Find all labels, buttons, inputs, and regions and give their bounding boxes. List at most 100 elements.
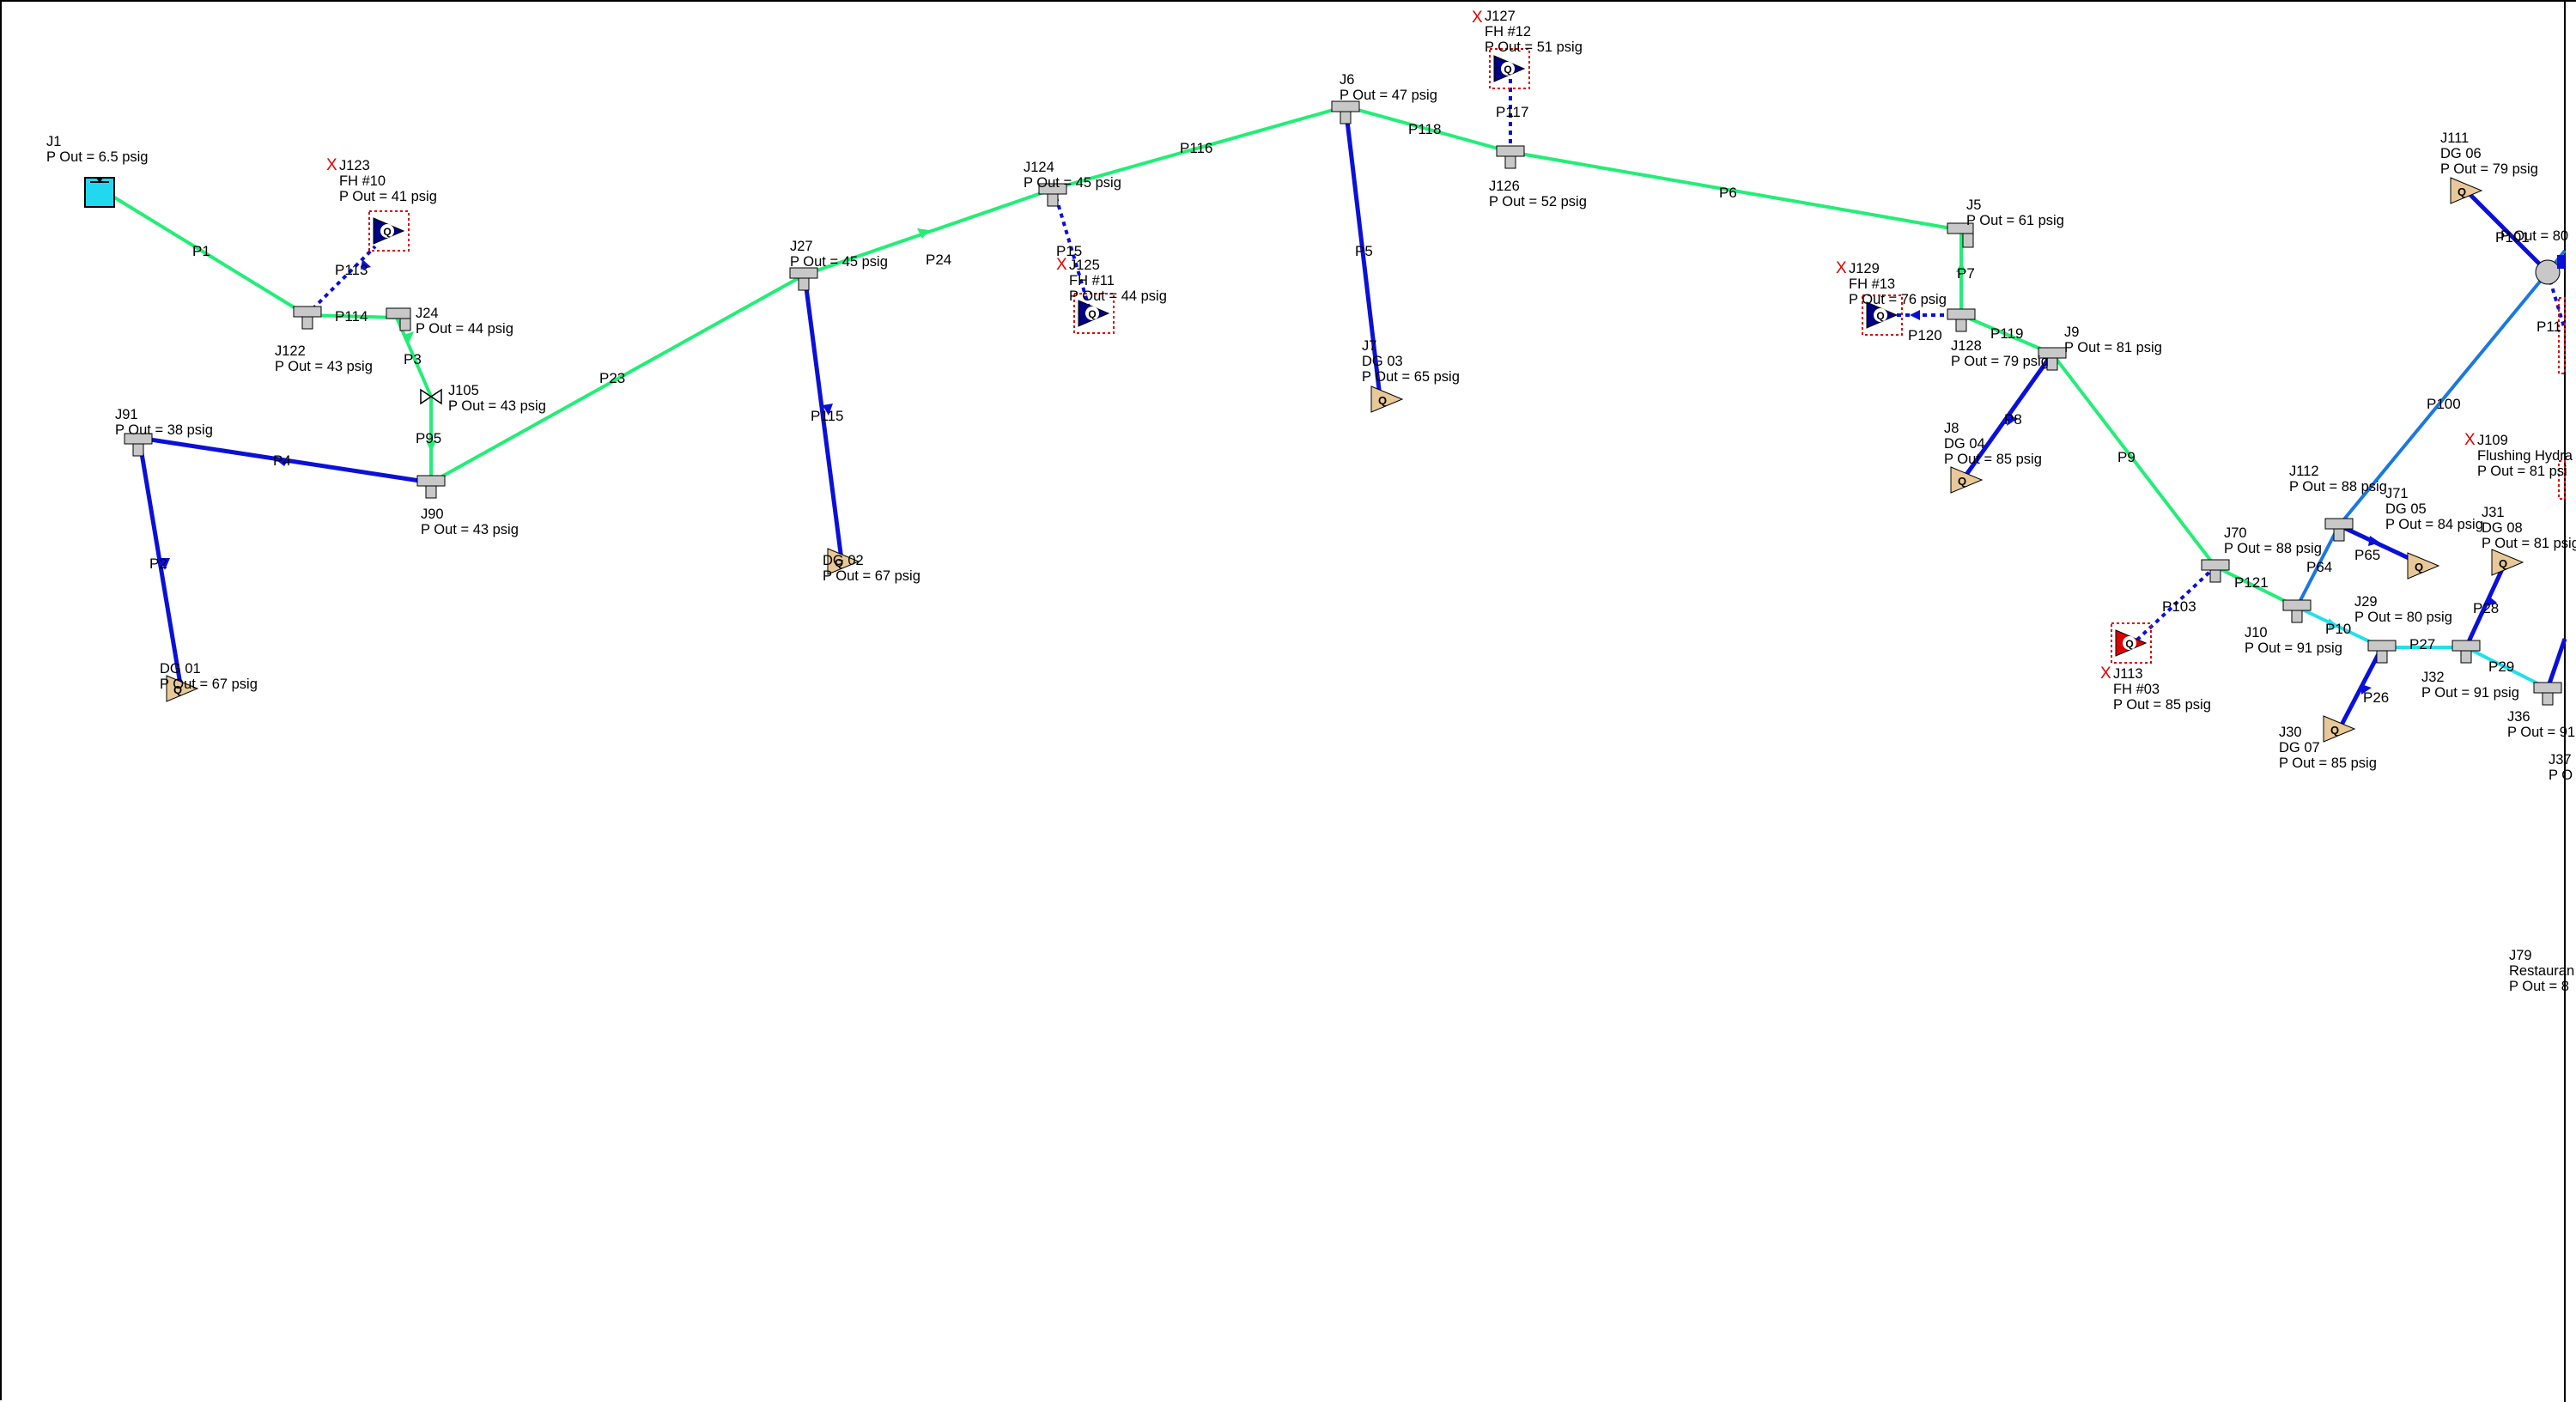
node-label-J91-id: J91 xyxy=(115,407,138,422)
pipe-P26[interactable] xyxy=(2336,646,2385,731)
node-label-J71-pressure: P Out = 84 psig xyxy=(2385,517,2483,532)
node-label-J123-pressure: P Out = 41 psig xyxy=(339,189,437,204)
pipe-P29-extension[interactable] xyxy=(2545,638,2567,689)
pipe-P24[interactable] xyxy=(804,187,1054,276)
pipe-label-P3: P3 xyxy=(404,351,422,367)
pipe-P119[interactable] xyxy=(1960,313,2053,355)
pipe-P64[interactable] xyxy=(2295,525,2341,608)
pipe-label-P116: P116 xyxy=(1180,140,1212,156)
pipe-P116[interactable] xyxy=(1053,105,1346,191)
tee-icon-J112[interactable] xyxy=(2324,518,2354,542)
pipe-label-P28: P28 xyxy=(2473,600,2499,616)
outflow-icon-J30[interactable]: Q xyxy=(2323,715,2356,743)
pipe-P115[interactable] xyxy=(802,274,844,561)
node-label-J8-id: J8 xyxy=(1944,421,1959,436)
node-label-J113-name: FH #03 xyxy=(2113,682,2160,697)
node-label-J122-id: J122 xyxy=(275,343,306,359)
pipe-label-P24: P24 xyxy=(926,252,951,268)
node-label-J29-pressure: P Out = 80 psig xyxy=(2354,610,2452,625)
outflow-icon-J2[interactable]: Q xyxy=(166,675,199,702)
hydrant-icon-J125[interactable]: Q xyxy=(1073,293,1115,334)
node-label-J36-pressure: P Out = 91 xyxy=(2507,725,2575,740)
tee-icon-J27[interactable] xyxy=(789,267,818,291)
hydrant-icon-partial-J109[interactable] xyxy=(2558,460,2566,500)
node-label-J129-name: FH #13 xyxy=(1849,276,1895,292)
flow-arrow-P24 xyxy=(917,228,929,239)
tee-icon-J70[interactable] xyxy=(2201,559,2230,583)
pipe-P29[interactable] xyxy=(2465,646,2549,690)
hydrant-icon-J123[interactable]: Q xyxy=(368,210,410,252)
tee-icon-J124[interactable] xyxy=(1038,183,1067,207)
flow-arrow-P28 xyxy=(2487,596,2497,606)
node-label-J6-id: J6 xyxy=(1340,72,1354,88)
flow-arrow-P7 xyxy=(1956,262,1966,272)
outflow-icon-J31[interactable]: Q xyxy=(2491,549,2524,576)
node-label-J27-id: J27 xyxy=(790,239,813,254)
tee-icon-J126[interactable] xyxy=(1496,145,1525,169)
node-label-J109-pressure: P Out = 81 psi xyxy=(2477,464,2567,479)
pipe-P5[interactable] xyxy=(1343,106,1382,398)
flow-arrow-P115 xyxy=(823,404,833,416)
node-label-J71-id: J71 xyxy=(2385,486,2409,501)
node-label-J128-id: J128 xyxy=(1951,338,1982,354)
svg-text:Q: Q xyxy=(1504,64,1511,76)
hydrant-icon-J129[interactable]: Q xyxy=(1862,294,1903,336)
pipe-P23[interactable] xyxy=(430,273,805,484)
outflow-icon-J3[interactable]: Q xyxy=(827,548,860,575)
pipe-label-P115: P115 xyxy=(811,408,843,424)
tee-icon-J29[interactable] xyxy=(2367,640,2397,664)
valve-icon-J105[interactable] xyxy=(420,388,442,405)
node-label-J111-id: J111 xyxy=(2440,130,2469,146)
node-label-J30-name: DG 07 xyxy=(2279,740,2320,756)
node-label-J30-pressure: P Out = 85 psig xyxy=(2279,756,2377,771)
hydrant-icon-J113[interactable]: Q xyxy=(2111,622,2152,664)
node-label-J7-name: DG 03 xyxy=(1362,354,1403,369)
svg-text:Q: Q xyxy=(1876,310,1884,322)
tee-icon-J122[interactable] xyxy=(293,306,322,330)
elbow-icon-J5[interactable] xyxy=(1947,222,1974,248)
svg-text:Q: Q xyxy=(2499,557,2507,570)
pipe-P113[interactable] xyxy=(305,245,377,317)
junction-icon-partial-right[interactable] xyxy=(2557,255,2565,269)
tee-icon-J128[interactable] xyxy=(1947,308,1976,332)
node-label-J2-name: DG 01 xyxy=(160,661,201,677)
node-label-J126-pressure: P Out = 52 psig xyxy=(1489,194,1587,209)
tee-icon-J91[interactable] xyxy=(124,433,153,457)
pipe-label-P100: P100 xyxy=(2427,396,2461,412)
flow-arrow-P8 xyxy=(2007,414,2017,426)
elbow-icon-J24[interactable] xyxy=(386,307,411,331)
tee-icon-J10[interactable] xyxy=(2282,599,2312,623)
pipe-P103[interactable] xyxy=(2134,565,2217,643)
junction-circle-icon-J110[interactable] xyxy=(2535,259,2561,285)
hydrant-icon-J127[interactable]: Q xyxy=(1489,48,1530,89)
outflow-icon-J8[interactable]: Q xyxy=(1950,466,1984,494)
pipe-P9[interactable] xyxy=(2050,352,2217,568)
tee-icon-J9[interactable] xyxy=(2038,347,2067,371)
node-label-J111-name: DG 06 xyxy=(2440,146,2482,161)
pipe-P101[interactable] xyxy=(2463,187,2549,274)
hydrant-icon-partial-J11x[interactable] xyxy=(2558,297,2566,374)
pipe-P2[interactable] xyxy=(137,437,183,685)
tank-icon-J1[interactable] xyxy=(84,177,115,208)
svg-text:Q: Q xyxy=(2330,724,2339,737)
pipe-P118[interactable] xyxy=(1345,105,1511,154)
outflow-icon-J111[interactable]: Q xyxy=(2450,177,2483,204)
node-label-J1-id: J1 xyxy=(46,134,61,149)
node-label-J91-pressure: P Out = 38 psig xyxy=(115,422,213,438)
pipe-P6[interactable] xyxy=(1510,150,1962,232)
node-label-J31-pressure: P Out = 81 psig xyxy=(2482,536,2576,551)
outflow-icon-J71[interactable]: Q xyxy=(2407,552,2440,580)
pipe-P100[interactable] xyxy=(2337,270,2549,527)
x-mark-J123: X xyxy=(326,156,337,174)
tee-icon-J90[interactable] xyxy=(416,475,446,499)
pipe-P1[interactable] xyxy=(99,187,308,317)
tee-icon-J36[interactable] xyxy=(2533,682,2562,706)
outflow-icon-J7[interactable]: Q xyxy=(1370,385,1404,413)
tee-icon-J32[interactable] xyxy=(2451,640,2481,664)
pipe-P28[interactable] xyxy=(2464,556,2510,649)
svg-text:Q: Q xyxy=(1958,475,1966,488)
pipe-P8[interactable] xyxy=(1961,352,2055,480)
tee-icon-J6[interactable] xyxy=(1331,100,1360,124)
